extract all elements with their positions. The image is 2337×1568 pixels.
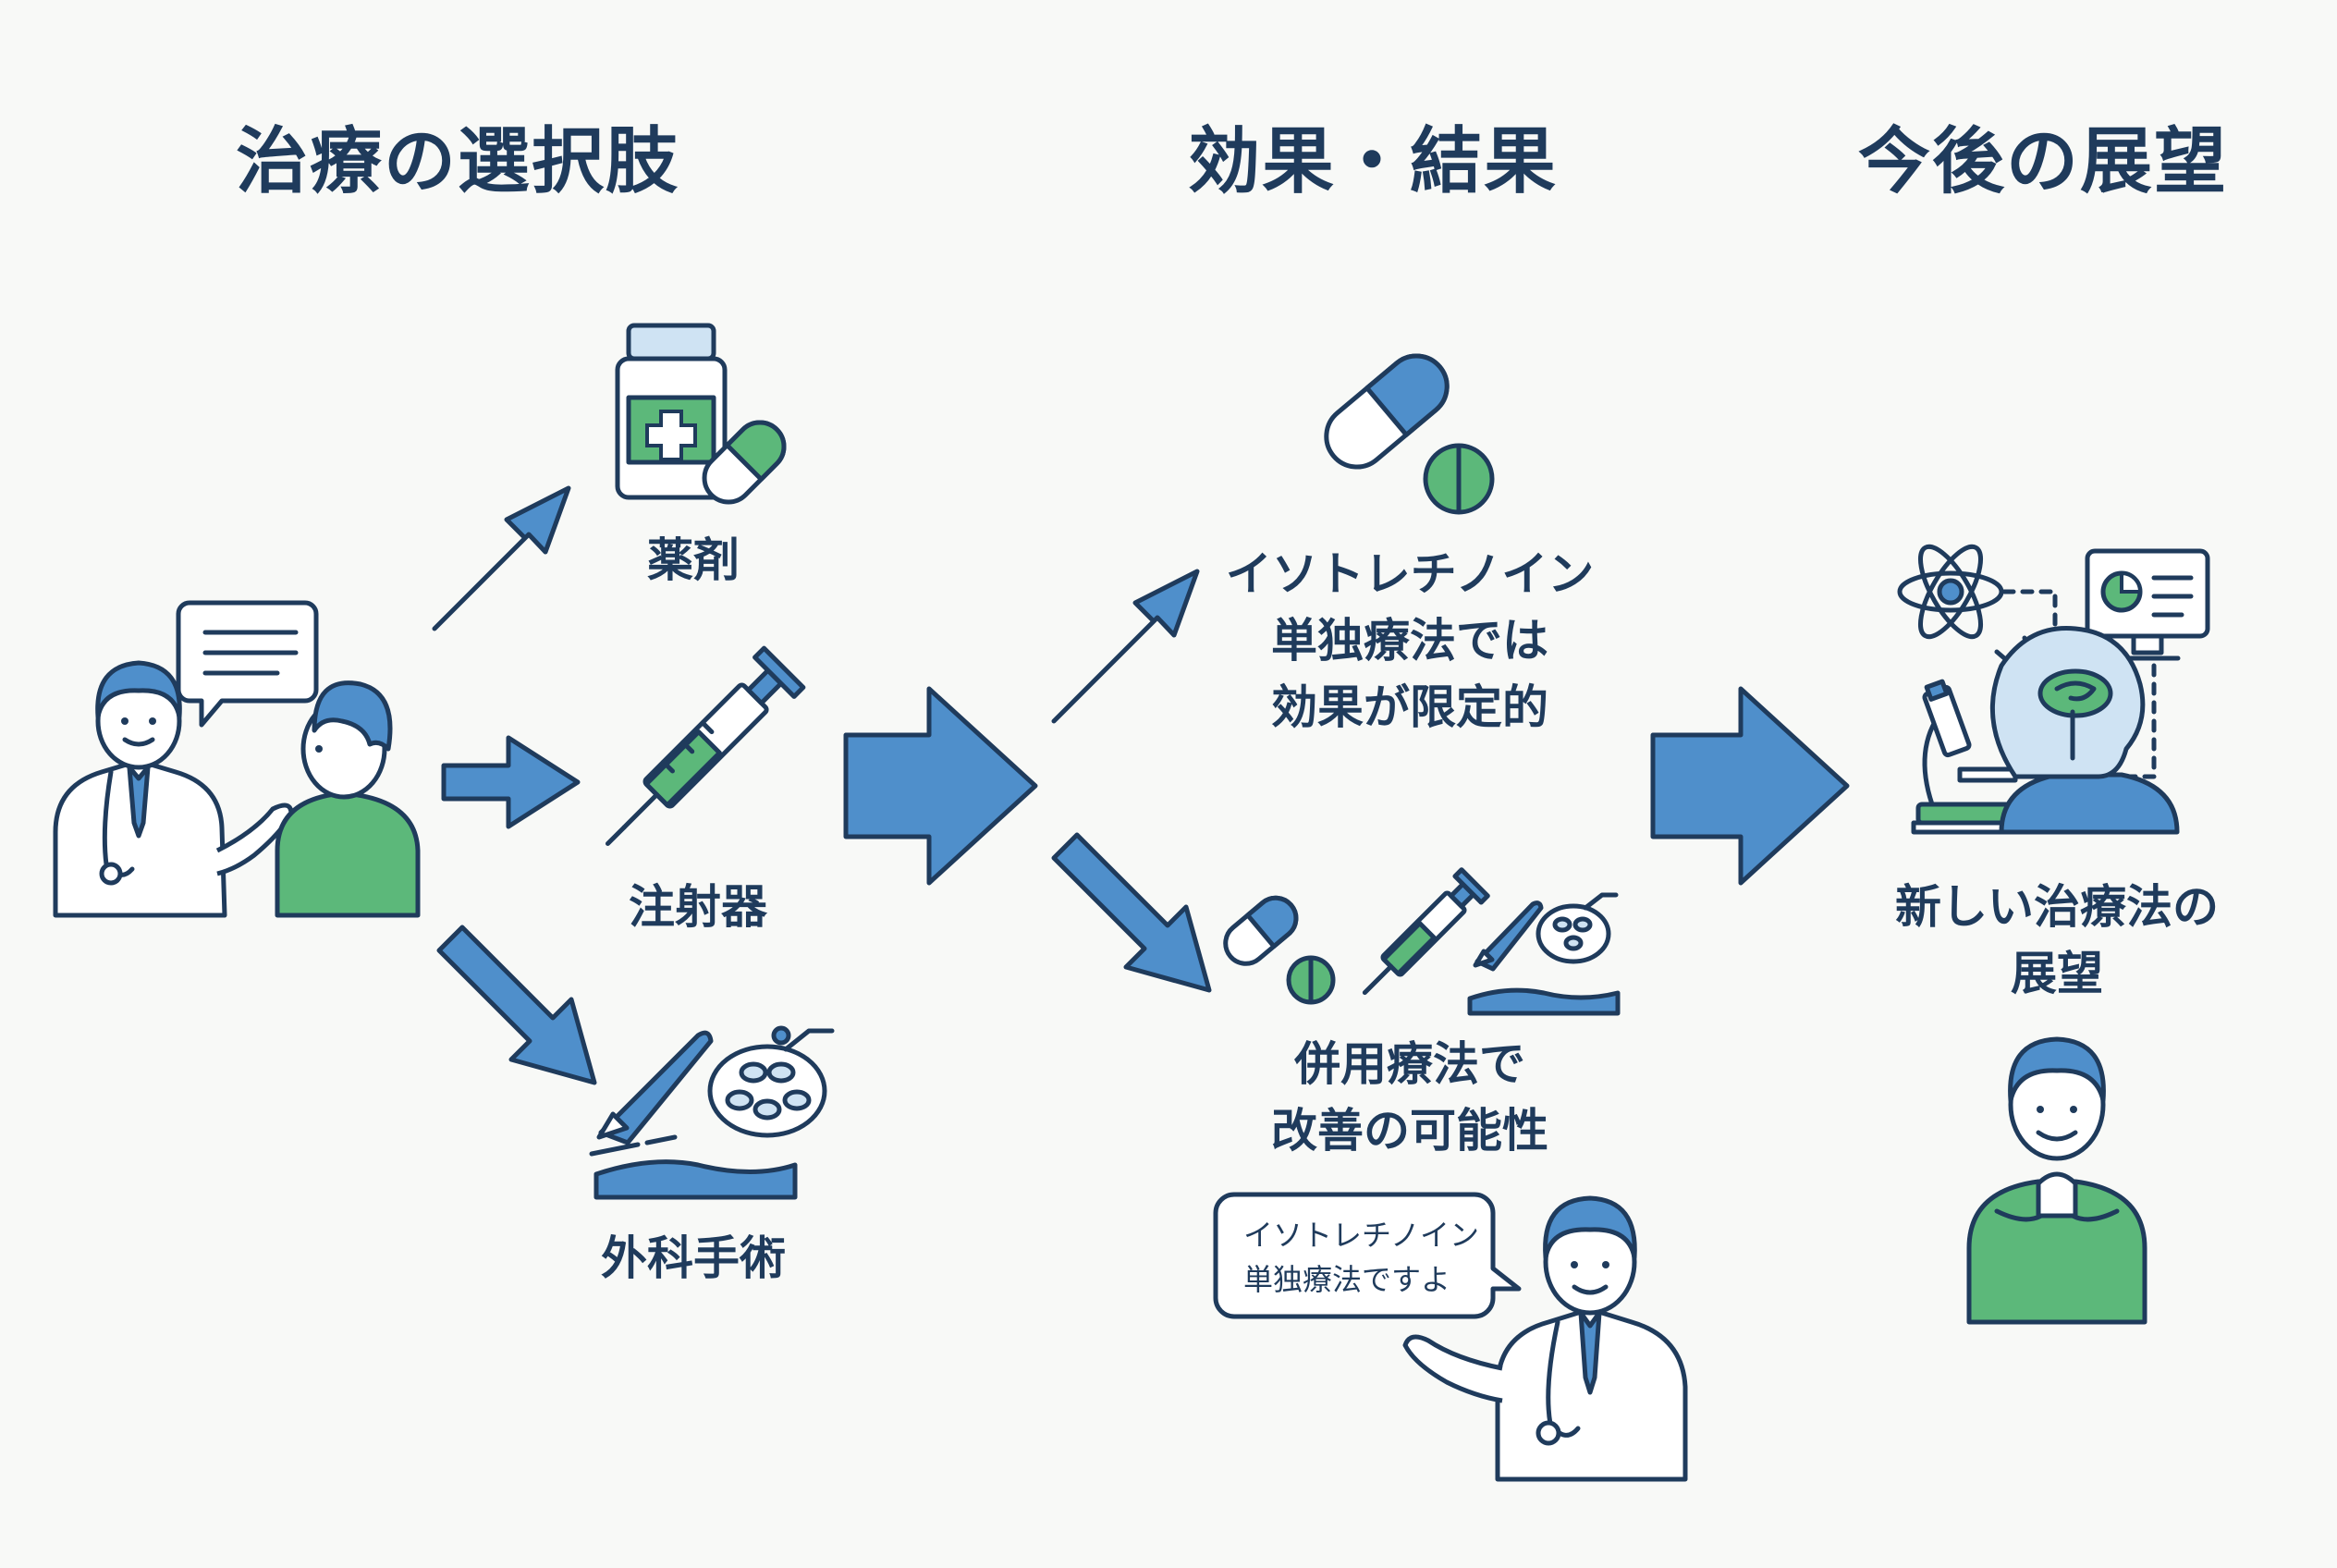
label-combination: 併用療法で 改善の可能性 (1234, 1031, 1585, 1164)
doctor-speech-text: イソトレチノイン 単独療法ですよ (1243, 1213, 1479, 1302)
medicine-bottle-icon (615, 323, 787, 505)
doctor-patient-scene (53, 600, 421, 918)
option-arrows (432, 485, 597, 1085)
arrow-right-syringe (441, 735, 581, 829)
monotherapy-line-3: 効果が限定的 (1271, 680, 1548, 734)
monotherapy-line-2: 単独療法では (1271, 614, 1548, 668)
surgery-tools-icon (589, 1025, 835, 1200)
heading-results: 効果・結果 (1188, 120, 1559, 203)
doctor-icon (53, 660, 294, 918)
hopeful-person-icon (1966, 1036, 2147, 1325)
label-monotherapy: イソトレチノイン 単独療法では 効果が限定的 (1206, 541, 1613, 741)
combination-line-2: 改善の可能性 (1271, 1104, 1548, 1158)
atom-icon (1897, 544, 2004, 640)
microscope-icon (1911, 679, 2023, 835)
combination-line-1: 併用療法で (1294, 1037, 1525, 1091)
monitor-chart-icon (2085, 548, 2210, 661)
capsule-tablet-icon (1324, 353, 1495, 515)
doctor-speech-bubble (1213, 1192, 1522, 1319)
arrow-down-right-surgery (436, 925, 597, 1085)
label-medicine: 薬剤 (647, 533, 740, 587)
monotherapy-line-1: イソトレチノイン (1225, 547, 1595, 601)
outlook-line-2: 展望 (2011, 947, 2103, 1000)
syringe-icon (605, 645, 806, 847)
label-surgery: 外科手術 (601, 1231, 786, 1285)
outlook-line-1: 新しい治療法の (1895, 880, 2219, 934)
doctor-pointing-icon (1402, 1195, 1688, 1482)
combination-therapy-icon (1223, 867, 1621, 1016)
heading-treatment-options: 治療の選択肢 (236, 120, 680, 203)
result-arrows (1051, 569, 1212, 993)
heading-outlook: 今後の展望 (1858, 120, 2229, 203)
speech-line-1: イソトレチノイン (1243, 1218, 1480, 1253)
speech-line-2: 単独療法ですよ (1243, 1262, 1451, 1297)
arrow-down-right-combination (1051, 832, 1212, 993)
head-brain-icon (1989, 626, 2180, 835)
speech-bubble-icon (176, 600, 319, 728)
label-new-treatment-outlook: 新しい治療法の 展望 (1877, 874, 2237, 1007)
big-arrow-to-outlook (1650, 686, 1850, 886)
arrow-up-right-monotherapy (1051, 569, 1200, 724)
arrow-up-right-medicine (432, 485, 571, 631)
big-arrow-to-results (843, 686, 1038, 886)
patient-icon (275, 680, 421, 918)
research-outlook-icon (1897, 544, 2210, 835)
label-syringe: 注射器 (629, 880, 767, 934)
